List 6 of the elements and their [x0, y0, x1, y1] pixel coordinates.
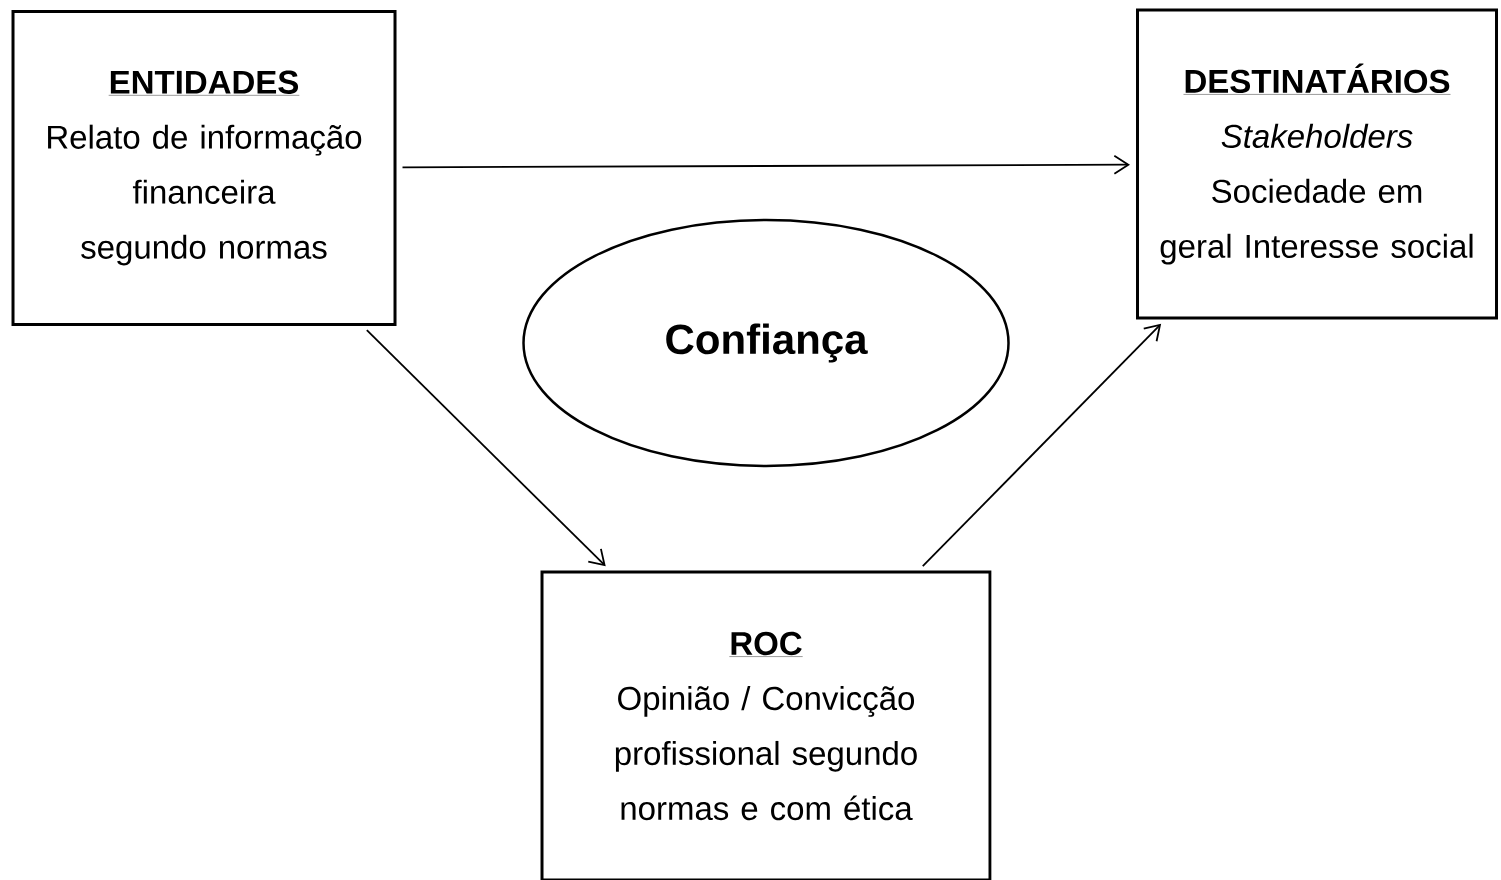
arrow — [401, 154, 1130, 175]
process-box: ROC Opinião / Convicção profissional segundo normas e com ética — [540, 570, 992, 880]
process-box: DESTINATÁRIOS Stakeholders Sociedade em geral Interesse social — [1136, 8, 1498, 320]
arrow — [365, 329, 606, 567]
arrow — [921, 323, 1162, 568]
process-box: ENTIDADES Relato de informação financeira segundo normas — [11, 10, 397, 326]
